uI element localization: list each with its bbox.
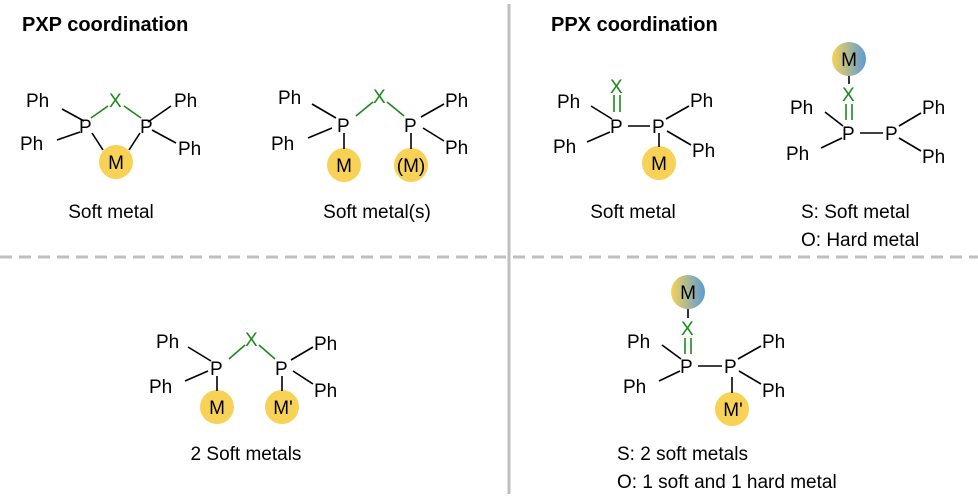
caption-ppx-p-bound: Soft metal bbox=[590, 202, 676, 223]
phenyl-label: Ph bbox=[922, 98, 945, 119]
metal-label: M bbox=[209, 398, 225, 419]
phenyl-label: Ph bbox=[922, 147, 945, 168]
phenyl-label: Ph bbox=[445, 138, 468, 159]
hard-soft-metal bbox=[832, 42, 866, 76]
soft-metal bbox=[99, 145, 133, 179]
phenyl-label: Ph bbox=[445, 91, 468, 112]
phosphorus-label: P bbox=[885, 124, 898, 145]
phenyl-label: Ph bbox=[26, 91, 49, 112]
metal-label: M bbox=[336, 156, 352, 177]
phenyl-label: Ph bbox=[278, 88, 301, 109]
caption-ppx-x-bound-o: O: Hard metal bbox=[801, 230, 919, 251]
metal-label: M bbox=[841, 50, 857, 71]
phosphorus-label: P bbox=[275, 359, 288, 380]
soft-metal bbox=[327, 148, 361, 182]
phenyl-label: Ph bbox=[762, 381, 785, 402]
phosphorus-label: P bbox=[337, 116, 350, 137]
phosphorus-label: P bbox=[404, 116, 417, 137]
bridge-atom-label: X bbox=[610, 77, 623, 98]
caption-pxp-bimetallic: 2 Soft metals bbox=[191, 444, 302, 465]
structure-pxp-bimetallic: Ph Ph P X P Ph Ph M M' bbox=[149, 330, 337, 424]
structure-pxp-bridge: Ph Ph P X P Ph Ph M (M) bbox=[271, 87, 468, 182]
phenyl-label: Ph bbox=[314, 334, 337, 355]
phosphorus-label: P bbox=[652, 117, 665, 138]
structure-pxp-chelate: Ph Ph P X P Ph Ph M bbox=[20, 91, 201, 179]
metal-label: M bbox=[651, 154, 667, 175]
phosphorus-label: P bbox=[724, 357, 737, 378]
hard-soft-metal bbox=[671, 275, 705, 309]
phenyl-label: Ph bbox=[690, 91, 713, 112]
pxp-heading: PXP coordination bbox=[22, 14, 188, 36]
phenyl-label: Ph bbox=[149, 377, 172, 398]
caption-pxp-chelate: Soft metal bbox=[68, 202, 154, 223]
soft-metal-prime bbox=[265, 390, 299, 424]
phenyl-label: Ph bbox=[174, 91, 197, 112]
structure-ppx-bimetallic: M X Ph Ph P P Ph Ph M' bbox=[623, 275, 785, 426]
phosphorus-label: P bbox=[610, 117, 623, 138]
phosphorus-label: P bbox=[140, 117, 153, 138]
structure-ppx-x-bound: M X Ph Ph P P Ph Ph bbox=[786, 42, 945, 168]
phosphorus-label: P bbox=[842, 124, 855, 145]
caption-ppx-bimetallic-o: O: 1 soft and 1 hard metal bbox=[617, 472, 837, 493]
phenyl-label: Ph bbox=[271, 134, 294, 155]
bridge-atom-label: X bbox=[109, 91, 122, 112]
phosphorus-label: P bbox=[210, 359, 223, 380]
phenyl-label: Ph bbox=[314, 381, 337, 402]
phenyl-label: Ph bbox=[557, 92, 580, 113]
bridge-atom-label: X bbox=[842, 85, 855, 106]
soft-metal-prime bbox=[715, 392, 749, 426]
caption-pxp-bridge: Soft metal(s) bbox=[323, 202, 431, 223]
phenyl-label: Ph bbox=[627, 332, 650, 353]
soft-metal bbox=[200, 390, 234, 424]
metal-label: M bbox=[680, 283, 696, 304]
phenyl-label: Ph bbox=[178, 139, 201, 160]
metal-label: M bbox=[108, 153, 124, 174]
soft-metal bbox=[642, 146, 676, 180]
phenyl-label: Ph bbox=[790, 98, 813, 119]
phenyl-label: Ph bbox=[692, 141, 715, 162]
phenyl-label: Ph bbox=[623, 377, 646, 398]
phenyl-label: Ph bbox=[762, 332, 785, 353]
ppx-heading: PPX coordination bbox=[551, 14, 718, 36]
bridge-atom-label: X bbox=[245, 330, 258, 351]
caption-ppx-x-bound-s: S: Soft metal bbox=[801, 202, 910, 223]
phenyl-label: Ph bbox=[156, 332, 179, 353]
metal-prime-label: M' bbox=[273, 398, 292, 419]
phenyl-label: Ph bbox=[786, 144, 809, 165]
phenyl-label: Ph bbox=[553, 137, 576, 158]
metal-optional-label: (M) bbox=[397, 156, 425, 177]
bridge-atom-label: X bbox=[373, 87, 386, 108]
phosphorus-label: P bbox=[79, 117, 92, 138]
phenyl-label: Ph bbox=[20, 134, 43, 155]
structure-ppx-p-bound: X Ph Ph P P Ph Ph M bbox=[553, 77, 715, 180]
caption-ppx-bimetallic-s: S: 2 soft metals bbox=[617, 444, 748, 465]
phosphorus-label: P bbox=[680, 357, 693, 378]
metal-prime-label: M' bbox=[723, 400, 742, 421]
bridge-atom-label: X bbox=[681, 319, 694, 340]
soft-metal-optional bbox=[394, 148, 428, 182]
